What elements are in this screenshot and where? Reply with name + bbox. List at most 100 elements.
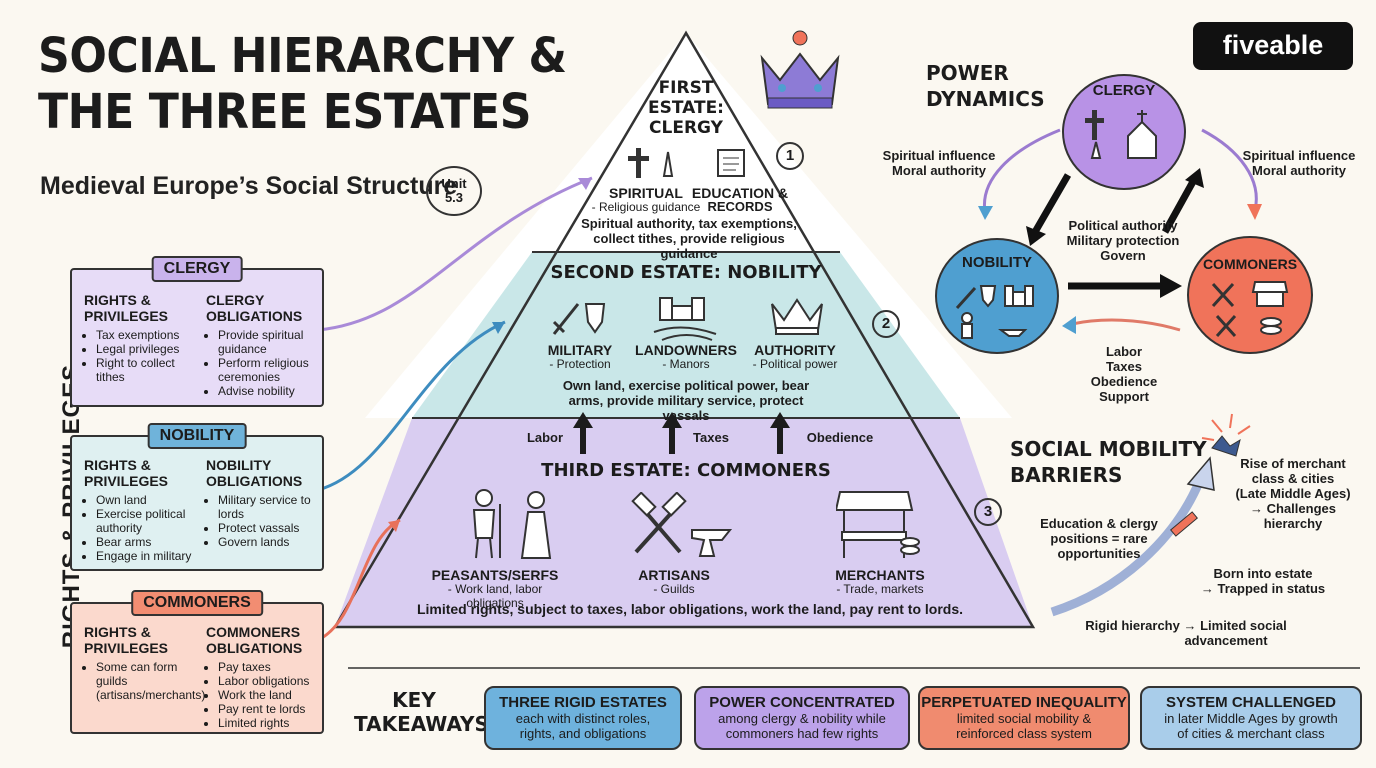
clergy-obligations-col: CLERGY OBLIGATIONS Provide spiritual gui… (206, 292, 318, 398)
first-estate-title: FIRST ESTATE: CLERGY (636, 78, 736, 138)
third-item-sub: - Work land, labor obligations (447, 582, 543, 610)
knight-castle-icon (955, 285, 1034, 339)
power-right-l2: Moral authority (1252, 163, 1346, 178)
commoners-up-arrow (1161, 176, 1199, 234)
takeaway-title: PERPETUATED INEQUALITY (921, 694, 1127, 711)
third-item-title: ARTISANS (638, 567, 710, 583)
third-item-merchants: MERCHANTS - Trade, markets (820, 568, 940, 596)
subtitle: Medieval Europe’s Social Structure (40, 172, 458, 200)
power-mid-l1: Political authority (1068, 218, 1178, 233)
first-item-education: EDUCATION & RECORDS (690, 186, 790, 214)
mobility-note-line: → Challenges (1250, 501, 1336, 516)
power-bottom-line: Obedience (1090, 374, 1158, 389)
takeaway-card: POWER CONCENTRATED among clergy & nobili… (694, 686, 910, 750)
power-mid-l3: Govern (1100, 248, 1146, 263)
takeaway-line: of cities & merchant class (1177, 726, 1325, 741)
title-line-1: SOCIAL HIERARCHY & (38, 28, 567, 84)
burst-icon (1201, 413, 1251, 441)
second-item-title: AUTHORITY (754, 342, 836, 358)
mobility-note-rigid: Rigid hierarchy → Limited social advance… (1076, 618, 1296, 648)
pyramid-third-tier (335, 418, 1033, 627)
clergy-rights-card: CLERGY RIGHTS & PRIVILEGES Tax exemption… (70, 256, 324, 407)
nobility-obligations-col: NOBILITY OBLIGATIONS Military service to… (206, 457, 318, 549)
crown-outline-icon (771, 298, 823, 335)
list-item: Limited rights (218, 716, 318, 730)
first-item2-sub: RECORDS (707, 199, 773, 214)
first-estate-desc: Spiritual authority, tax exemptions, col… (581, 216, 797, 261)
power-bottom-note: Labor Taxes Obedience Support (1076, 344, 1172, 404)
clergy-down-arrow (1031, 173, 1072, 234)
nobility-tag: NOBILITY (147, 423, 247, 449)
takeaway-title: SYSTEM CHALLENGED (1165, 694, 1336, 711)
castle-landscape-icon (653, 297, 717, 341)
commoners-obligations-col: COMMONERS OBLIGATIONS Pay taxes Labor ob… (206, 624, 318, 730)
list-item: Govern lands (218, 535, 318, 549)
clergy-to-nobility-arrow (982, 128, 1061, 213)
title-line-2: THE THREE ESTATES (38, 84, 532, 140)
key-takeaways-label: KEY TAKEAWAYS (354, 688, 489, 736)
power-dynamics-title: POWER DYNAMICS (926, 60, 1045, 112)
mobility-note-line: opportunities (1057, 546, 1141, 561)
commoners-rights-title: RIGHTS & PRIVILEGES (84, 624, 169, 656)
third-estate-desc: Limited rights, subject to taxes, labor … (416, 601, 964, 617)
clergy-node-label: CLERGY (1092, 82, 1156, 99)
list-item: Provide spiritual guidance (218, 328, 318, 356)
list-item: Pay taxes (218, 660, 318, 674)
commoners-tag: COMMONERS (131, 590, 263, 616)
market-stall-icon (836, 491, 920, 558)
list-item: Tax exemptions (96, 328, 189, 342)
first-item1-sub: - Religious guidance (591, 200, 701, 214)
third-item-title: MERCHANTS (835, 567, 925, 583)
unit-label: Unit (441, 176, 467, 191)
cross-praying-hands-icon (628, 148, 674, 178)
flow-label-labor: Labor (526, 430, 564, 445)
list-item: Protect vassals (218, 521, 318, 535)
clergy-tag: CLERGY (151, 256, 243, 282)
nobility-rights-col: RIGHTS & PRIVILEGES Own land Exercise po… (84, 457, 196, 563)
list-item: Pay rent te lords (218, 702, 318, 716)
clergy-connector (317, 176, 593, 332)
nobility-connector (317, 320, 506, 492)
power-mid-note: Political authority Military protection … (1058, 218, 1188, 263)
list-item: Military service to lords (218, 493, 318, 521)
takeaway-line: commoners had few rights (725, 726, 879, 741)
mobility-title-l1: SOCIAL MOBILITY (1010, 437, 1207, 461)
mobility-note-line: Rigid hierarchy → Limited social (1085, 618, 1287, 633)
list-item: Own land (96, 493, 196, 507)
second-item-authority: AUTHORITY - Political power (738, 343, 852, 371)
mobility-note-education: Education & clergy positions = rare oppo… (1036, 516, 1162, 561)
commoners-node-label: COMMONERS (1202, 256, 1298, 272)
power-left-l2: Moral authority (892, 163, 986, 178)
power-left-l1: Spiritual influence (882, 148, 996, 163)
mobility-note-merchant: Rise of merchant class & cities (Late Mi… (1228, 456, 1358, 531)
brand-logo[interactable]: fiveable (1193, 22, 1353, 70)
list-item: Legal privileges (96, 342, 189, 356)
second-item-title: MILITARY (547, 342, 613, 358)
mobility-title: SOCIAL MOBILITY BARRIERS (1010, 436, 1207, 488)
clergy-node: CLERGY (1062, 74, 1186, 190)
power-right-l1: Spiritual influence (1242, 148, 1356, 163)
commoners-rights-card: COMMONERS RIGHTS & PRIVILEGES Some can f… (70, 590, 324, 734)
flow-label-taxes: Taxes (693, 430, 729, 445)
pyramid-first-tier (532, 33, 840, 252)
third-item-artisans: ARTISANS - Guilds (624, 568, 724, 596)
takeaway-line: reinforced class system (956, 726, 1092, 741)
second-estate-title: SECOND ESTATE: NOBILITY (550, 262, 822, 283)
mobility-note-line: → Trapped in status (1200, 581, 1326, 596)
third-item-peasants: PEASANTS/SERFS - Work land, labor obliga… (420, 568, 570, 610)
second-item-sub: - Manors (662, 357, 710, 371)
first-item1-title: SPIRITUAL (609, 185, 683, 201)
unit-number: 5.3 (444, 190, 464, 205)
clergy-rights-title: RIGHTS & PRIVILEGES (84, 292, 169, 324)
list-item: Exercise political authority (96, 507, 196, 535)
list-item: Engage in military (96, 549, 196, 563)
hammers-anvil-icon (631, 492, 733, 557)
first-estate-title-l1: FIRST (658, 78, 714, 98)
takeaway-title: THREE RIGID ESTATES (499, 694, 667, 711)
third-estate-title: THIRD ESTATE: COMMONERS (541, 460, 831, 481)
mobility-note-line: Education & clergy (1040, 516, 1158, 531)
crown-icon (760, 30, 840, 109)
takeaway-line: each with distinct roles, (515, 711, 651, 726)
mobility-note-line: Born into estate (1213, 566, 1313, 581)
